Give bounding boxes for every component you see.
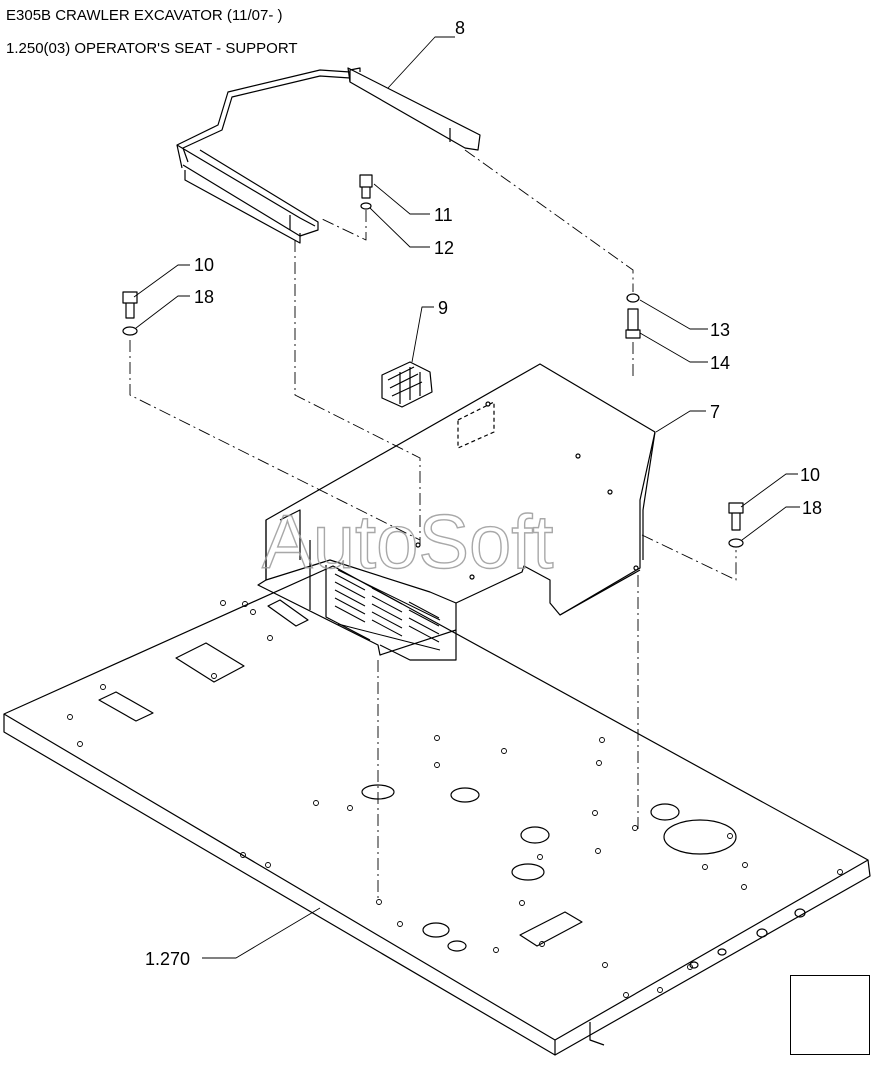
callout-10-right: 10 <box>800 465 820 485</box>
assembly-lines <box>129 149 737 900</box>
callout-12: 12 <box>434 238 454 258</box>
callout-7: 7 <box>710 402 720 422</box>
floor-plate <box>3 565 871 1056</box>
connector-block <box>381 361 433 408</box>
callout-18-right: 18 <box>802 498 822 518</box>
callout-10-left: 10 <box>194 255 214 275</box>
callout-18-left: 18 <box>194 287 214 307</box>
callout-8: 8 <box>455 18 465 38</box>
fasteners <box>122 174 744 548</box>
callout-leaders <box>133 36 800 959</box>
navigation-return-button[interactable] <box>790 975 870 1055</box>
callout-9: 9 <box>438 298 448 318</box>
diagram-model-title: E305B CRAWLER EXCAVATOR (11/07- ) <box>6 7 283 24</box>
callout-1-270: 1.270 <box>145 949 190 969</box>
seat-support-box <box>257 363 656 661</box>
callout-13: 13 <box>710 320 730 340</box>
callout-11: 11 <box>434 205 453 225</box>
seat-frame <box>176 67 481 244</box>
callout-labels: 8 11 12 10 18 9 13 14 7 10 18 1.270 <box>145 18 822 969</box>
callout-14: 14 <box>710 353 730 373</box>
diagram-section-title: 1.250(03) OPERATOR'S SEAT - SUPPORT <box>6 40 298 57</box>
watermark: AutoSoft <box>262 500 554 585</box>
